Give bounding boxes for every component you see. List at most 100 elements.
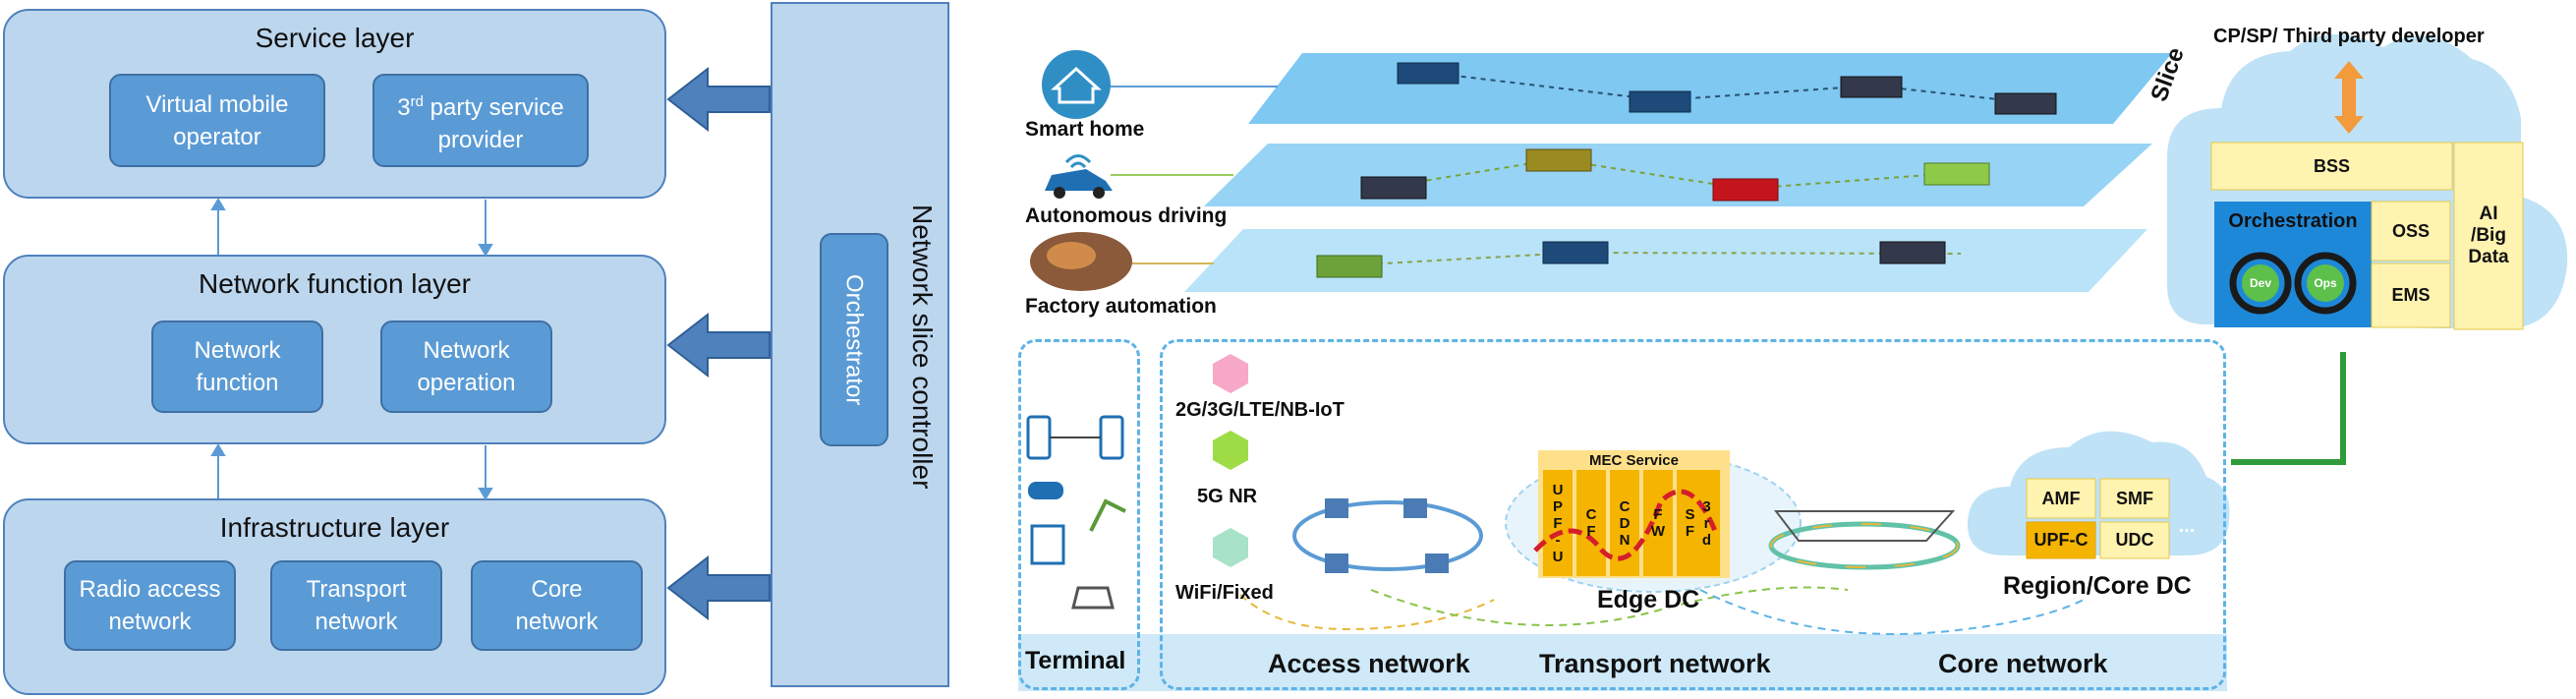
server-icon (1360, 176, 1427, 200)
transport-network-label: Transport network (306, 576, 407, 635)
robot-arm-icon (1089, 498, 1126, 532)
bss-bar (2210, 142, 2453, 191)
edge-col-cdn: CDN (1616, 497, 1633, 549)
up-arrowhead-infra-to-nf (210, 443, 226, 456)
third-party-rest: party service provider (423, 93, 564, 153)
virtual-mobile-operator-label: Virtual mobile operator (145, 90, 289, 150)
orchestrator-label: Orchestrator (840, 273, 868, 406)
upfc-box (2026, 521, 2096, 559)
arrow-to-network-function-layer (666, 312, 771, 379)
server-icon (1542, 241, 1609, 264)
bss-label: BSS (2313, 155, 2350, 176)
server-icon (1879, 241, 1946, 264)
down-arrowhead-nf-to-infra (478, 488, 493, 500)
green-link (2231, 352, 2346, 465)
server-icon (1629, 90, 1691, 113)
wifi-signal-icon (1064, 154, 1092, 169)
edge-col-fw: FW (1649, 506, 1667, 540)
ems-label: EMS (2391, 285, 2431, 305)
devops-dev-ring (2229, 252, 2292, 315)
network-slice-controller: Orchestrator Network slice controller (771, 2, 949, 687)
edge-col-upf-u: UPF-U (1549, 481, 1567, 565)
server-icon (1525, 148, 1592, 172)
wifi-fixed-icon (1213, 528, 1248, 567)
more-label: ... (2178, 514, 2196, 537)
meter-icon (1030, 524, 1065, 565)
autonomous-slice-path (1387, 157, 1942, 191)
left-connector-arrows (210, 66, 771, 621)
server-icon (1840, 76, 1903, 98)
devops-ops-label: Ops (2314, 276, 2337, 290)
up-arrowhead-nf-to-service (210, 198, 226, 210)
orchestration-label: Orchestration (2228, 209, 2358, 232)
orchestrator-box: Orchestrator (820, 233, 888, 446)
cellular-tower-icon (1213, 354, 1248, 393)
radio-5g-nr-label: 5G NR (1197, 486, 1258, 507)
arrow-to-infrastructure-layer (666, 554, 771, 621)
router-icon (1325, 553, 1348, 573)
core-network-label: Core network (515, 576, 599, 635)
edge-dc-label: Edge DC (1597, 586, 1700, 613)
core-network-label-bottom: Core network (1938, 649, 2108, 678)
ai-big-data-box (2453, 142, 2524, 330)
network-function-layer: Network function layer Network function … (3, 255, 666, 444)
access-network-label: Access network (1268, 649, 1470, 678)
use-case-autonomous-driving: Autonomous driving (1025, 204, 1228, 227)
udc-label: UDC (2115, 530, 2154, 550)
access-router-icons (1325, 498, 1449, 573)
access-connection-curve (1239, 594, 1495, 631)
oss-box (2371, 201, 2451, 262)
network-slice-controller-label: Network slice controller (907, 204, 938, 490)
transport-mesh (1773, 510, 1956, 542)
terminal-label: Terminal (1025, 647, 1126, 674)
down-arrowhead-service-to-nf (478, 244, 493, 257)
slice-plane-autonomous (1204, 144, 2152, 206)
edge-dc-red-wave (1533, 489, 1718, 561)
network-function-layer-title: Network function layer (198, 268, 471, 299)
server-icon (1397, 62, 1460, 85)
server-icon (1316, 255, 1383, 278)
car-icon (1045, 169, 1113, 191)
use-case-smart-home: Smart home (1025, 118, 1145, 141)
server-icon (1712, 178, 1779, 202)
udc-box (2099, 521, 2170, 559)
smart-home-icon (1042, 50, 1111, 119)
infrastructure-layer: Infrastructure layer Radio access networ… (3, 498, 666, 695)
devops-dev-label: Dev (2249, 276, 2271, 290)
amf-label: AMF (2041, 488, 2081, 508)
virtual-mobile-operator-box: Virtual mobile operator (109, 74, 325, 167)
core-connection-curve (1699, 589, 2085, 635)
smart-home-slice-path (1421, 71, 2026, 103)
developer-label: CP/SP/ Third party developer (2213, 26, 2485, 47)
edge-col-cf: CF (1582, 506, 1600, 540)
ems-box (2371, 262, 2451, 328)
slice-plane-smart-home (1248, 53, 2172, 124)
upfc-label: UPF-C (2033, 530, 2089, 550)
gamepad-icon (1028, 482, 1063, 499)
third-party-provider-box: 3rd party service provider (372, 74, 589, 167)
smf-box (2099, 478, 2170, 519)
service-layer: Service layer Virtual mobile operator 3r… (3, 9, 666, 199)
transport-network-box: Transport network (270, 560, 442, 651)
amf-box (2026, 478, 2096, 519)
orange-double-arrow (2334, 61, 2364, 134)
mec-service-label: MEC Service (1589, 451, 1679, 469)
right-diagram-graphics (1018, 33, 2568, 691)
transport-ring-inner (1770, 523, 1959, 568)
car-terminal-icon (1071, 586, 1115, 610)
ai-big-data-label: AI /Big Data (2468, 204, 2509, 267)
radio-wifi-fixed-label: WiFi/Fixed (1175, 582, 1274, 604)
arrow-to-service-layer (666, 66, 771, 133)
router-icon (1425, 553, 1449, 573)
third-party-provider-label: 3rd party service provider (387, 86, 574, 156)
oss-label: OSS (2391, 220, 2430, 241)
devops-ops-ring (2294, 252, 2357, 315)
devops-ops-core (2307, 264, 2344, 302)
network-function-label: Network function (194, 337, 281, 396)
radio-2g-3g-lte-label: 2G/3G/LTE/NB-IoT (1175, 399, 1345, 421)
third-party-superscript: rd (410, 92, 424, 110)
radio-access-network-box: Radio access network (64, 560, 236, 651)
5g-nr-icon (1213, 431, 1248, 470)
car-wheel-icon (1054, 187, 1065, 199)
devops-dev-core (2242, 264, 2279, 302)
